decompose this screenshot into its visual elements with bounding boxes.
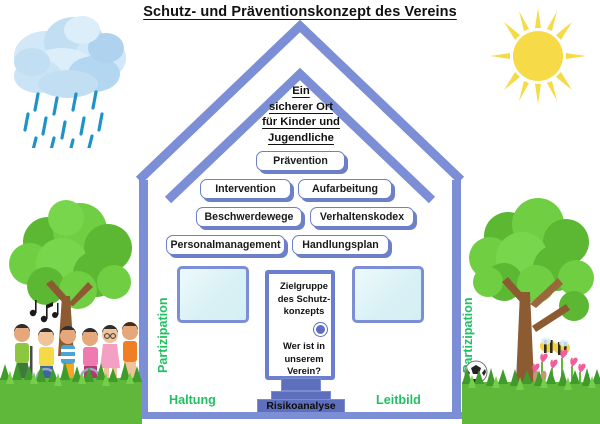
foundation-label: Risikoanalyse [266, 401, 336, 412]
rain-cloud-icon [14, 16, 126, 148]
roof-headline: Ein sicherer Ort für Kinder und Jugendli… [240, 84, 362, 146]
door-bottom-line-2: unserem [284, 352, 324, 364]
roof-line-4: Jugendliche [268, 131, 334, 144]
pill-personalmanagement[interactable]: Personalmanagement [166, 235, 285, 255]
door-bottom-line-1: Wer ist in [282, 340, 326, 351]
roof-outer [135, 19, 465, 184]
door-bottom-text: Wer ist in unserem Verein? [269, 340, 339, 378]
ground-line [0, 412, 600, 419]
children-under-tree-illustration [0, 200, 142, 424]
sun-icon [490, 8, 586, 104]
page-title: Schutz- und Präventionskonzept des Verei… [143, 4, 457, 20]
roof-line-2: sicherer Ort [268, 100, 334, 113]
door-bottom-line-3: Verein? [287, 365, 321, 377]
label-partizipation-left: Partizipation [156, 297, 170, 373]
door-top-line-3: konzepts [283, 305, 325, 317]
pill-verhaltenskodex[interactable]: Verhaltenskodex [310, 207, 414, 227]
pill-handlungsplan[interactable]: Handlungsplan [292, 235, 389, 255]
tree-meadow-illustration [462, 198, 600, 424]
wall-left [139, 180, 148, 414]
pill-intervention[interactable]: Intervention [200, 179, 291, 199]
window-right [352, 266, 424, 323]
roof-line-3: für Kinder und [262, 116, 340, 129]
label-haltung: Haltung [169, 393, 216, 407]
door-knob-icon[interactable] [314, 323, 327, 336]
pill-aufarbeitung[interactable]: Aufarbeitung [298, 179, 392, 199]
roof-inner [164, 67, 436, 204]
pill-beschwerdewege[interactable]: Beschwerdewege [196, 207, 302, 227]
roof-line-1: Ein [292, 85, 310, 97]
door-target-group[interactable]: Zielgruppe des Schutz- konzepts Wer ist … [265, 270, 335, 380]
door-top-line-2: des Schutz- [277, 292, 331, 304]
window-left [177, 266, 249, 323]
wall-right [452, 180, 461, 414]
pill-praevention[interactable]: Prävention [256, 151, 345, 171]
label-leitbild: Leitbild [376, 393, 421, 407]
foundation-step-top [281, 378, 321, 391]
door-top-line-1: Zielgruppe [280, 280, 328, 291]
door-top-text: Zielgruppe des Schutz- konzepts [269, 280, 339, 318]
